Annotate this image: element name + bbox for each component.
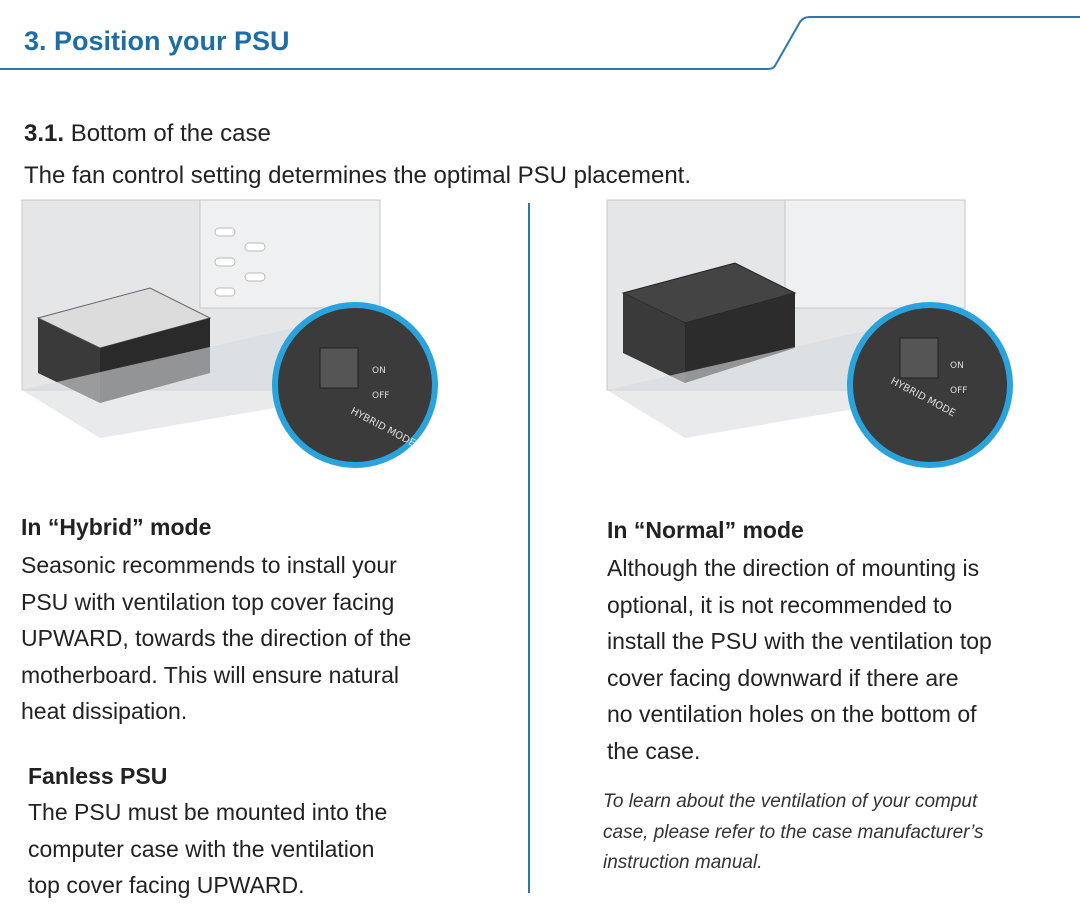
fanless-heading: Fanless PSU xyxy=(28,763,168,789)
body-line: install the PSU with the ventilation top xyxy=(607,628,992,654)
body-line: computer case with the ventilation xyxy=(28,835,375,862)
off-label: OFF xyxy=(950,386,967,396)
section-number: 3.1. xyxy=(24,120,65,147)
section-heading: 3.1. Bottom of the case xyxy=(24,120,271,148)
normal-mode-section: In “Normal” mode Although the direction … xyxy=(607,517,1080,769)
hybrid-mode-section: In “Hybrid” mode Seasonic recommends to … xyxy=(21,514,521,730)
fanless-section: Fanless PSU The PSU must be mounted into… xyxy=(28,763,518,904)
body-line: no ventilation holes on the bottom of xyxy=(607,701,977,727)
body-line: optional, it is not recommended to xyxy=(607,591,953,618)
body-line: motherboard. This will ensure natural xyxy=(21,661,399,688)
zoom-callout xyxy=(847,302,1013,468)
hybrid-mode-illustration: HYBRID MODE ON OFF xyxy=(21,199,438,468)
hybrid-heading: In “Hybrid” mode xyxy=(21,514,212,540)
body-line: Although the direction of mounting is xyxy=(607,555,980,581)
section-intro: The fan control setting determines the o… xyxy=(24,162,692,189)
normal-mode-illustration: HYBRID MODE ON OFF xyxy=(606,199,1013,468)
off-label: OFF xyxy=(372,391,389,401)
note-line: instruction manual. xyxy=(603,852,763,873)
page-title: 3. Position your PSU xyxy=(24,26,290,56)
body-line: the case. xyxy=(607,737,701,764)
body-line: Seasonic recommends to install your xyxy=(21,552,397,578)
note-line: To learn about the ventilation of your c… xyxy=(603,791,978,812)
on-label: ON xyxy=(372,366,386,376)
body-line: heat dissipation. xyxy=(21,698,188,724)
body-line: top cover facing UPWARD. xyxy=(28,872,305,898)
note-line: case, please refer to the case manufactu… xyxy=(603,821,984,843)
on-label: ON xyxy=(950,361,964,371)
body-line: The PSU must be mounted into the xyxy=(28,799,388,825)
normal-heading: In “Normal” mode xyxy=(607,517,804,543)
ventilation-note: To learn about the ventilation of your c… xyxy=(603,787,984,879)
body-line: UPWARD, towards the direction of the xyxy=(21,625,412,651)
column-divider xyxy=(528,203,530,893)
header-rule xyxy=(0,16,1080,70)
body-line: cover facing downward if there are xyxy=(607,664,959,691)
body-line: PSU with ventilation top cover facing xyxy=(21,588,395,615)
section-title: Bottom of the case xyxy=(70,120,271,147)
